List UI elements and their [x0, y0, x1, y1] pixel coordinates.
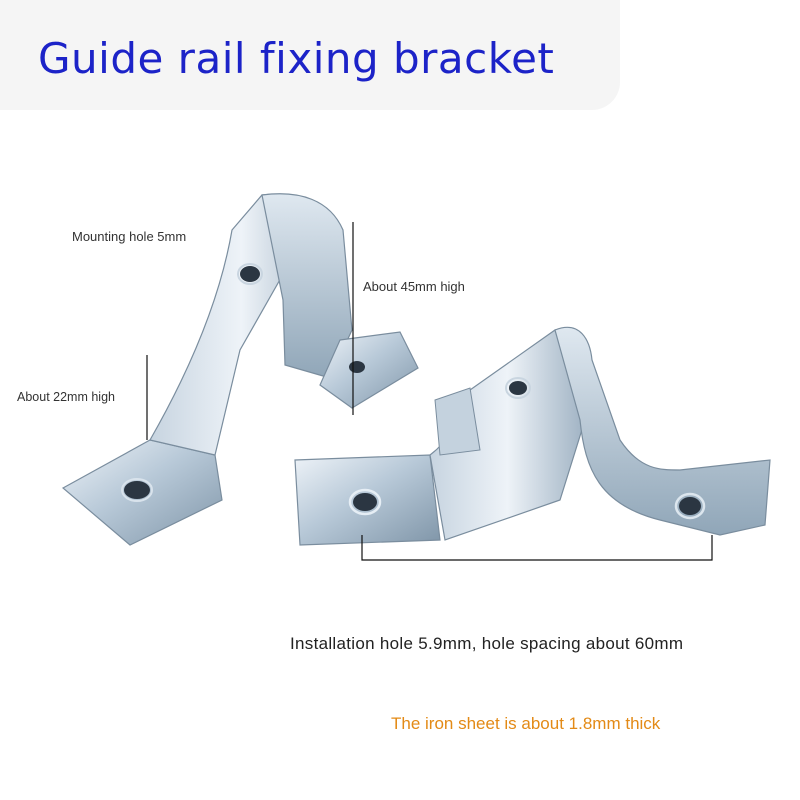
spacing-line — [361, 535, 713, 561]
thickness-label: The iron sheet is about 1.8mm thick — [391, 714, 661, 733]
dimension-lines — [146, 222, 713, 561]
installation-hole-label: Installation hole 5.9mm, hole spacing ab… — [290, 634, 684, 653]
mounting-hole-label: Mounting hole 5mm — [72, 229, 187, 244]
height-22-label: About 22mm high — [17, 390, 115, 404]
height-45-label: About 45mm high — [363, 279, 465, 294]
page-title: Guide rail fixing bracket — [38, 34, 555, 83]
title-band — [0, 0, 620, 110]
right-bracket — [294, 326, 771, 546]
